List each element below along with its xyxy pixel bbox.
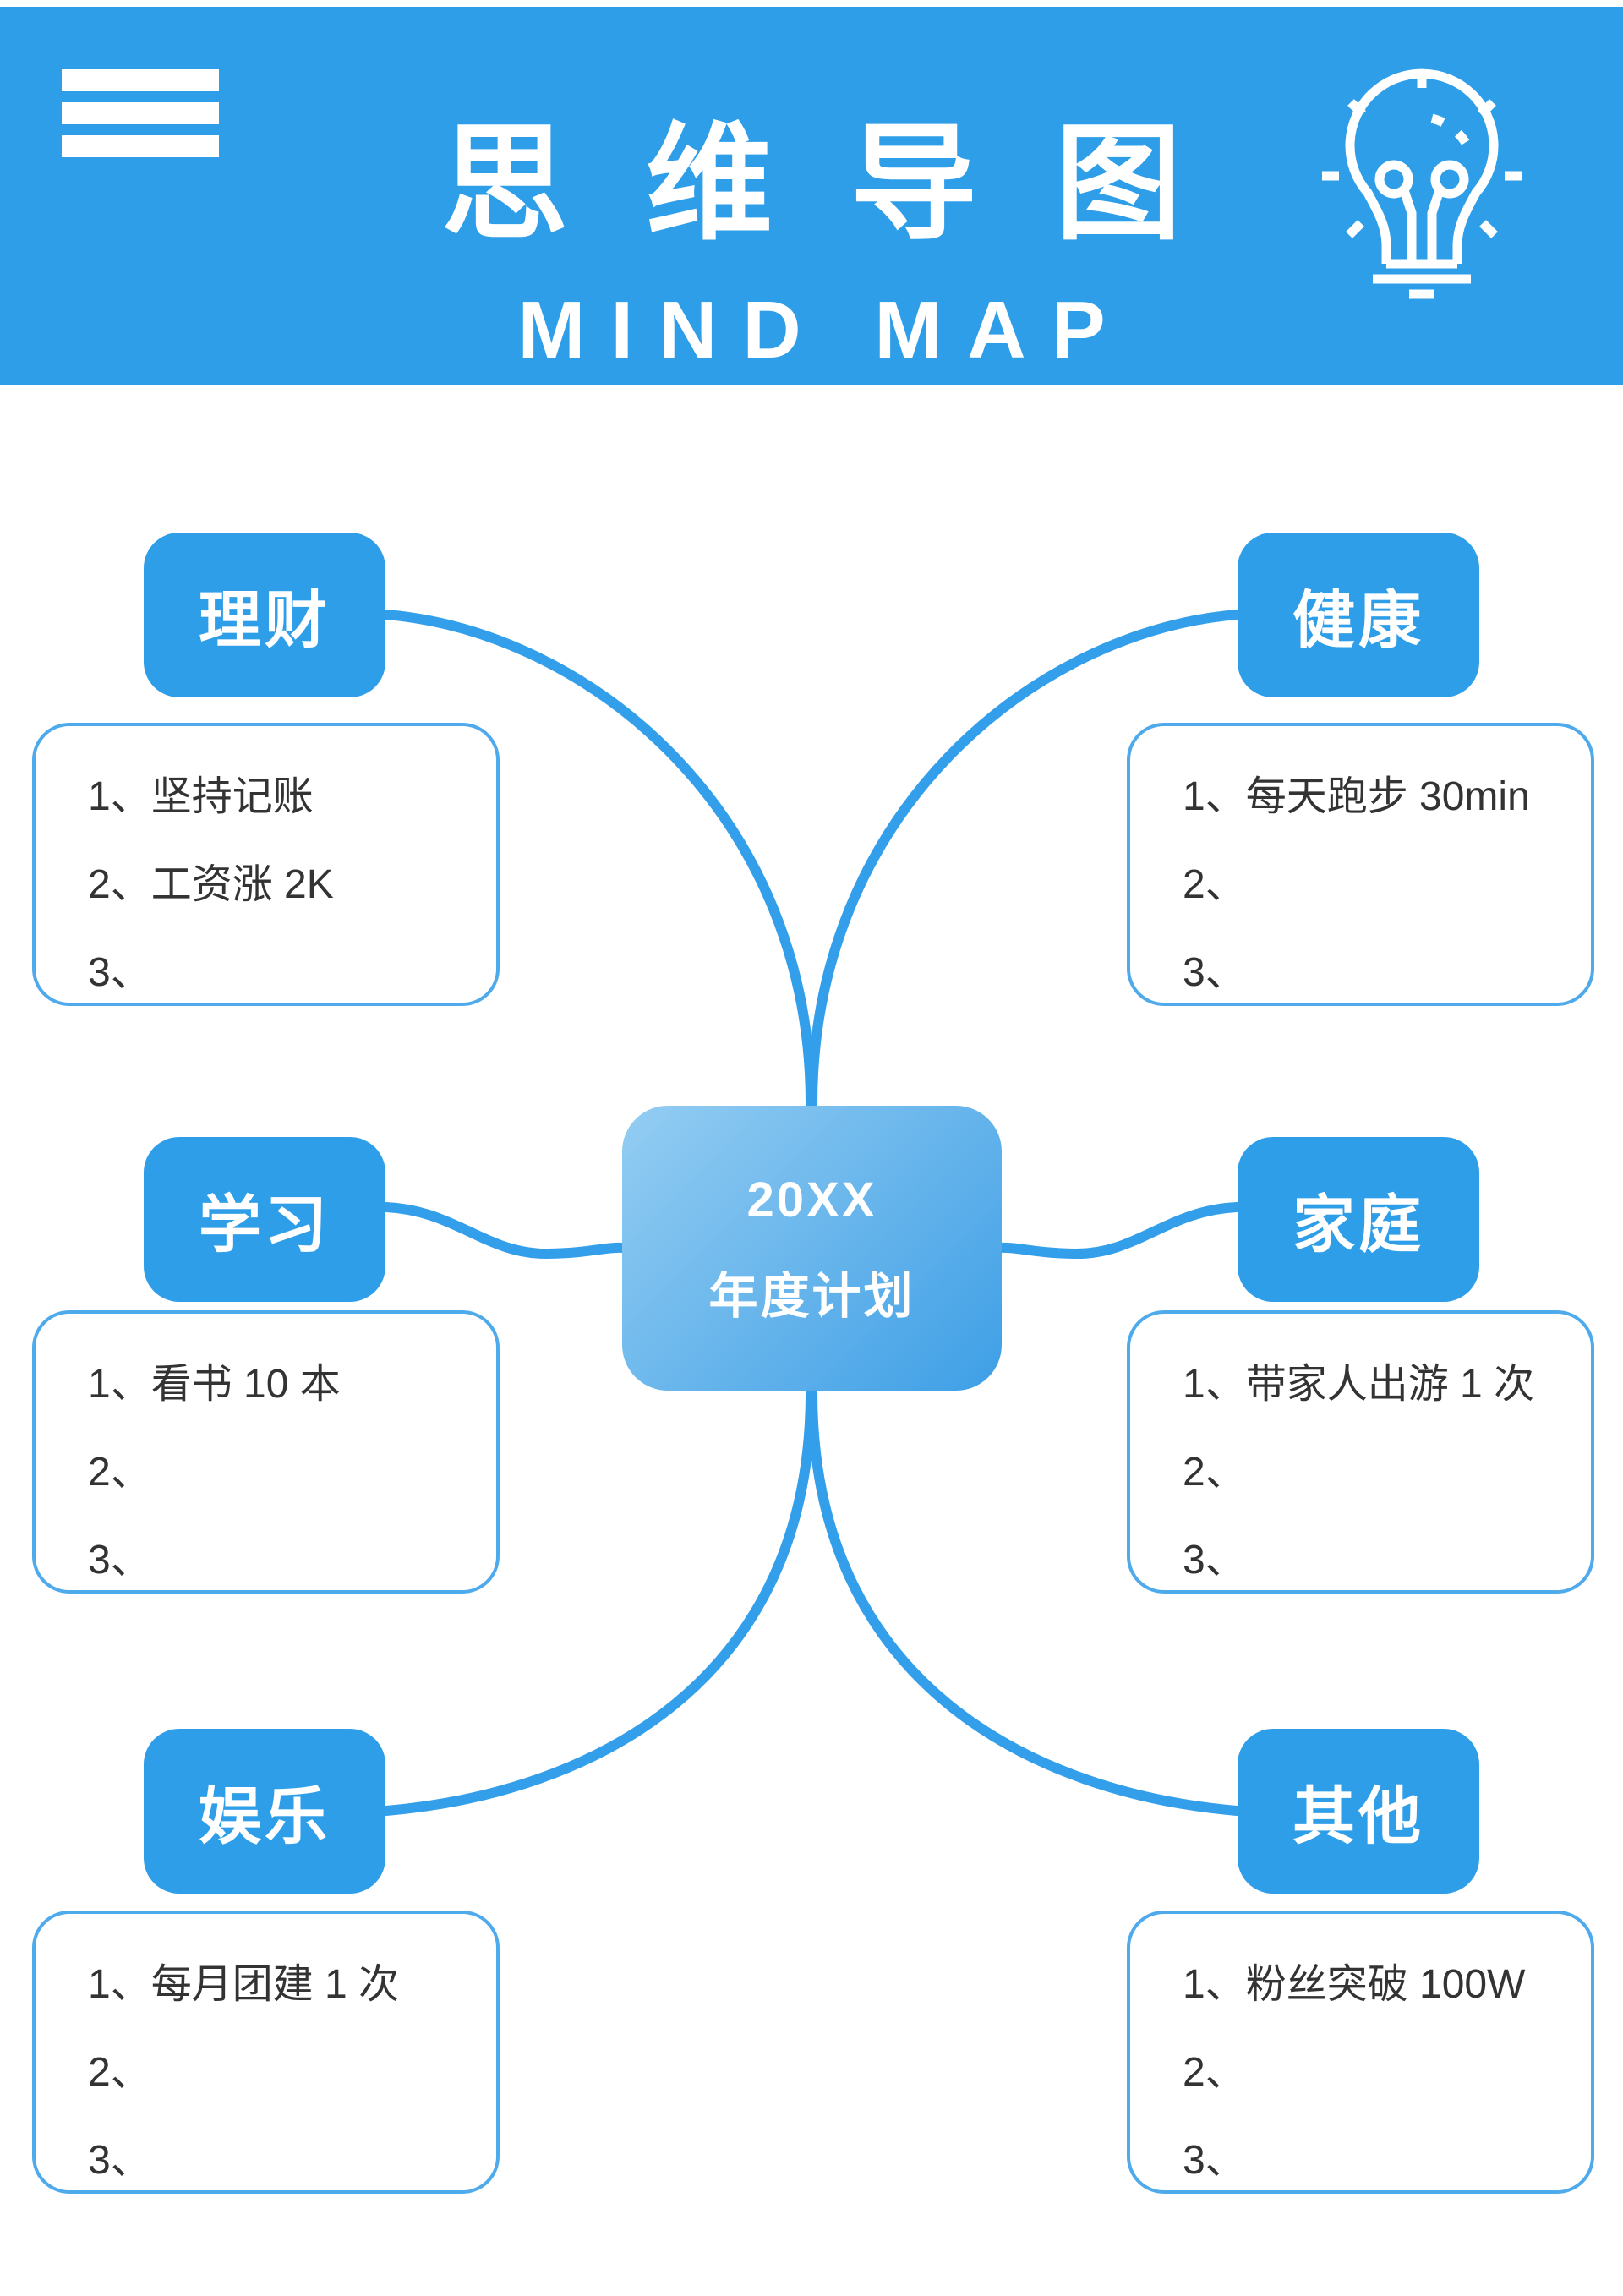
list-item: 1、每天跑步 30min bbox=[1183, 774, 1530, 819]
list-item: 1、看书 10 本 bbox=[88, 1362, 341, 1407]
hamburger-icon[interactable] bbox=[62, 69, 219, 91]
list-item: 2、 bbox=[88, 2050, 151, 2095]
list-item: 2、 bbox=[88, 1450, 151, 1495]
connector-xuexi bbox=[381, 1202, 628, 1260]
branch-label-text: 家庭 bbox=[1292, 1189, 1424, 1260]
center-node: 20XX 年度计划 bbox=[622, 1106, 1002, 1391]
hamburger-icon[interactable] bbox=[62, 102, 219, 124]
branch-box-jiankang: 1、每天跑步 30min 2、 3、 bbox=[1127, 723, 1594, 1006]
list-item: 2、工资涨 2K bbox=[88, 862, 334, 907]
branch-label-text: 理财 bbox=[199, 585, 331, 655]
connector-jiankang bbox=[807, 610, 1242, 1109]
list-item: 3、 bbox=[88, 950, 151, 995]
page-title: 思维导图 bbox=[440, 112, 1260, 254]
branch-box-xuexi: 1、看书 10 本 2、 3、 bbox=[32, 1310, 500, 1594]
connector-yule bbox=[381, 1387, 816, 1816]
list-item: 2、 bbox=[1183, 2050, 1246, 2095]
lightbulb-icon bbox=[1322, 68, 1522, 299]
list-item: 3、 bbox=[88, 1538, 151, 1583]
branch-box-licai: 1、坚持记账 2、工资涨 2K 3、 bbox=[32, 723, 500, 1006]
filament-stem-right bbox=[1427, 189, 1445, 264]
branch-label-text: 娱乐 bbox=[199, 1781, 331, 1851]
list-item: 2、 bbox=[1183, 862, 1246, 907]
branch-box-yule: 1、每月团建 1 次 2、 3、 bbox=[32, 1911, 500, 2194]
center-node-title: 年度计划 bbox=[708, 1268, 915, 1324]
list-item: 1、粉丝突破 100W bbox=[1183, 1962, 1526, 2007]
connector-qita bbox=[807, 1387, 1242, 1816]
list-item: 1、带家人出游 1 次 bbox=[1183, 1362, 1535, 1407]
filament-loop-right bbox=[1430, 160, 1469, 199]
branch-label-licai: 理财 bbox=[144, 533, 385, 697]
branch-box-jiating: 1、带家人出游 1 次 2、 3、 bbox=[1127, 1310, 1594, 1594]
list-item: 3、 bbox=[1183, 2138, 1246, 2183]
branch-label-yule: 娱乐 bbox=[144, 1729, 385, 1894]
page-subtitle: MIND MAP bbox=[517, 285, 1131, 375]
connector-jiating bbox=[995, 1202, 1242, 1260]
hamburger-icon[interactable] bbox=[62, 135, 219, 157]
branch-box-qita: 1、粉丝突破 100W 2、 3、 bbox=[1127, 1911, 1594, 2194]
center-node-year: 20XX bbox=[746, 1172, 877, 1227]
branch-label-text: 学习 bbox=[199, 1189, 331, 1260]
list-item: 1、每月团建 1 次 bbox=[88, 1962, 400, 2007]
bulb-base bbox=[1373, 259, 1471, 299]
filament-loop-left bbox=[1374, 160, 1413, 199]
branch-label-text: 其他 bbox=[1292, 1781, 1424, 1851]
list-item: 3、 bbox=[1183, 1538, 1246, 1583]
list-item: 3、 bbox=[1183, 950, 1246, 995]
filament-stem-left bbox=[1399, 189, 1417, 264]
branch-label-qita: 其他 bbox=[1238, 1729, 1479, 1894]
branch-label-xuexi: 学习 bbox=[144, 1137, 385, 1302]
bulb-shine-arc bbox=[1430, 113, 1478, 161]
header: 思维导图 MIND MAP bbox=[0, 7, 1623, 385]
list-item: 2、 bbox=[1183, 1450, 1246, 1495]
branch-label-text: 健康 bbox=[1292, 585, 1424, 655]
branch-label-jiankang: 健康 bbox=[1238, 533, 1479, 697]
bulb-rays bbox=[1322, 71, 1522, 238]
connector-licai bbox=[381, 610, 816, 1109]
list-item: 1、坚持记账 bbox=[88, 774, 314, 819]
branch-label-jiating: 家庭 bbox=[1238, 1137, 1479, 1302]
list-item: 3、 bbox=[88, 2138, 151, 2183]
